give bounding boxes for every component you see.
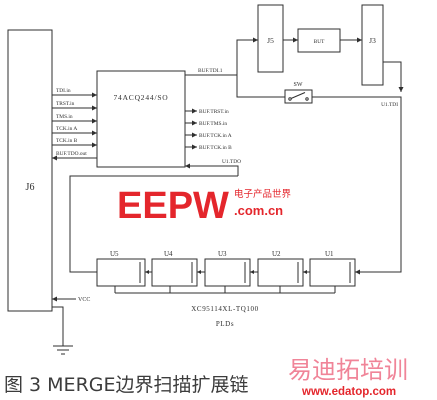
figure-caption: 图 3 MERGE边界扫描扩展链 [4, 374, 249, 396]
eepw-domain-text: .com.cn [234, 203, 283, 218]
wire-ground [52, 306, 64, 346]
eepw-logo-text: EEPW [117, 185, 229, 227]
switch-symbol-icon [284, 89, 313, 104]
label-buf-tdi: BUF.TDI.1 [198, 68, 223, 74]
connector-j6-label: J6 [26, 182, 35, 193]
wire-u1-tdi [312, 96, 402, 275]
label-trst-in: TRST.in [56, 101, 75, 107]
pld-u5-label: U5 [110, 250, 119, 258]
label-tms-in: TMS.in [56, 114, 73, 120]
buffer-chip [96, 70, 186, 168]
label-buf-trst: BUF.TRST.in [199, 109, 229, 115]
label-buf-tms: BUF.TMS.in [199, 121, 227, 127]
connector-j3-label: J3 [369, 36, 376, 45]
wire-j3-out [383, 61, 404, 92]
edatop-watermark-url: www.edatop.com [301, 386, 396, 398]
eepw-cn-text: 电子产品世界 [234, 188, 292, 200]
pld-u3-label: U3 [218, 250, 227, 258]
connector-j6 [7, 29, 53, 312]
pld-u3 [204, 258, 251, 287]
label-u1-tdo: U1.TDO [222, 159, 241, 165]
pld-bus [114, 286, 336, 294]
edatop-watermark-cn: 易迪拓培训 [288, 356, 408, 384]
label-tck-in-a: TCK.in A [56, 126, 77, 132]
connector-j3 [361, 4, 384, 86]
label-tck-in-b: TCK.in B [56, 138, 78, 144]
pld-part-number: XC95114XL-TQ100 [191, 305, 258, 313]
wire-to-j5 [236, 37, 258, 75]
pld-u4-label: U4 [164, 250, 173, 258]
label-buf-tck-a: BUF.TCK.in A [199, 133, 232, 139]
pld-u1-label: U1 [325, 250, 334, 258]
wire-u1-tdo-return [185, 163, 239, 176]
label-buf-tck-b: BUF.TCK.in B [199, 145, 232, 151]
pld-group-label: PLDs [216, 320, 234, 328]
pld-u4 [151, 258, 198, 287]
pld-u2 [257, 258, 304, 287]
but-label: BUT [314, 39, 325, 45]
buffer-chip-label: 74ACQ244/SO [113, 93, 168, 102]
label-tdi-in: TDI.in [56, 88, 71, 94]
label-vcc: VCC [78, 297, 90, 303]
label-buf-tdo-out: BUF.TDO.out [56, 151, 87, 157]
wire-to-switch [236, 75, 285, 98]
connector-j5 [257, 4, 284, 73]
wire-u5-tdo [69, 175, 238, 273]
label-u1-tdi: U1.TDI [381, 102, 398, 108]
pld-u1 [309, 258, 356, 287]
ground-symbol-icon [53, 345, 73, 355]
switch-label: SW [294, 82, 303, 88]
pld-u5 [96, 258, 146, 287]
eepw-watermark: EEPW 电子产品世界 .com.cn [117, 185, 292, 227]
connector-j5-label: J5 [267, 36, 274, 45]
pld-u2-label: U2 [272, 250, 281, 258]
